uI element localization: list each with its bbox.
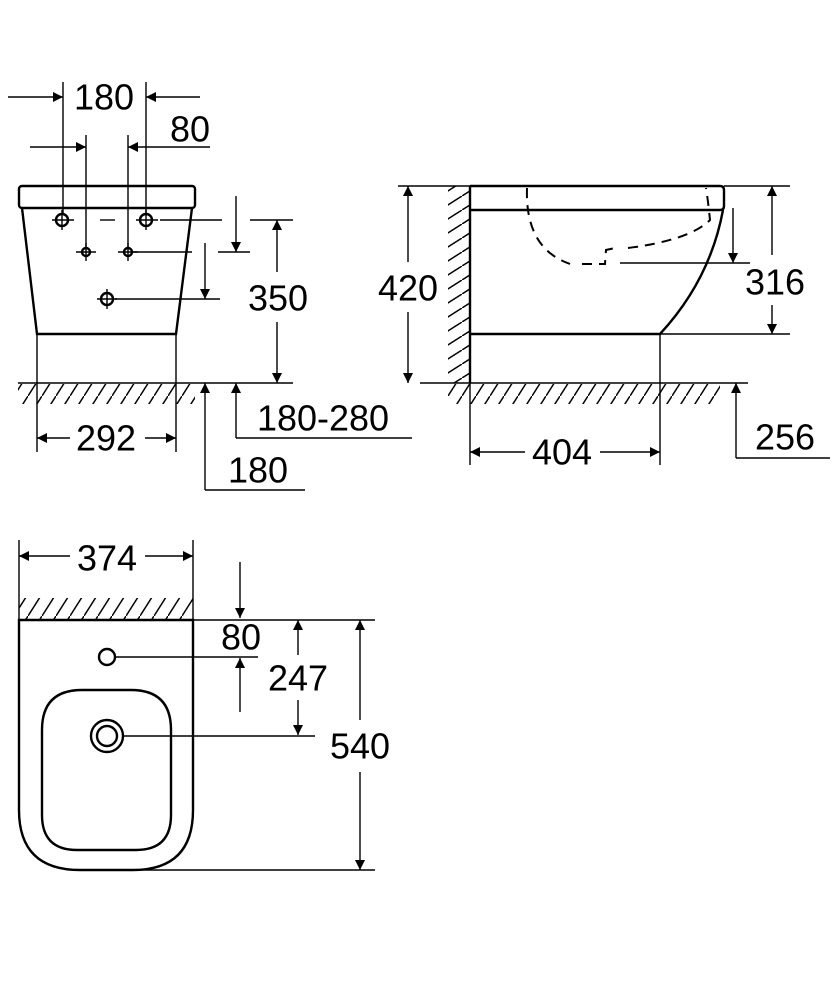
top-view: 374 80 247 540 xyxy=(17,538,390,872)
dim-292: 292 xyxy=(76,418,136,459)
dim-350: 350 xyxy=(248,278,308,319)
bowl-outline xyxy=(40,688,173,852)
tap-holes xyxy=(52,210,158,309)
dim-80-holes: 80 xyxy=(170,109,210,150)
dim-180-top: 180 xyxy=(74,77,134,118)
dim-374: 374 xyxy=(77,538,137,579)
wall-hatch-top xyxy=(19,598,193,619)
bowl-hidden-line xyxy=(525,187,712,265)
dim-180-waste: 180 xyxy=(228,450,288,491)
front-rim xyxy=(17,184,197,210)
front-pedestal xyxy=(36,334,177,383)
floor-hatch-side xyxy=(448,384,720,404)
floor-hatch xyxy=(18,384,195,404)
drain-inner xyxy=(95,724,119,748)
dim-247: 247 xyxy=(268,658,328,699)
dim-256: 256 xyxy=(755,417,815,458)
dim-540: 540 xyxy=(330,726,390,767)
front-view: 180 80 350 180-280 180 292 xyxy=(8,77,412,491)
wall-hatch xyxy=(448,186,470,383)
front-body xyxy=(20,207,194,336)
dim-404: 404 xyxy=(532,432,592,473)
dim-316: 316 xyxy=(745,262,805,303)
side-rim xyxy=(470,184,726,212)
side-body xyxy=(470,209,725,336)
side-view: 420 316 256 404 xyxy=(378,184,830,473)
dim-80-top: 80 xyxy=(221,617,261,658)
dim-180-280: 180-280 xyxy=(257,398,389,439)
tap-hole xyxy=(97,647,117,667)
dim-420: 420 xyxy=(378,268,438,309)
